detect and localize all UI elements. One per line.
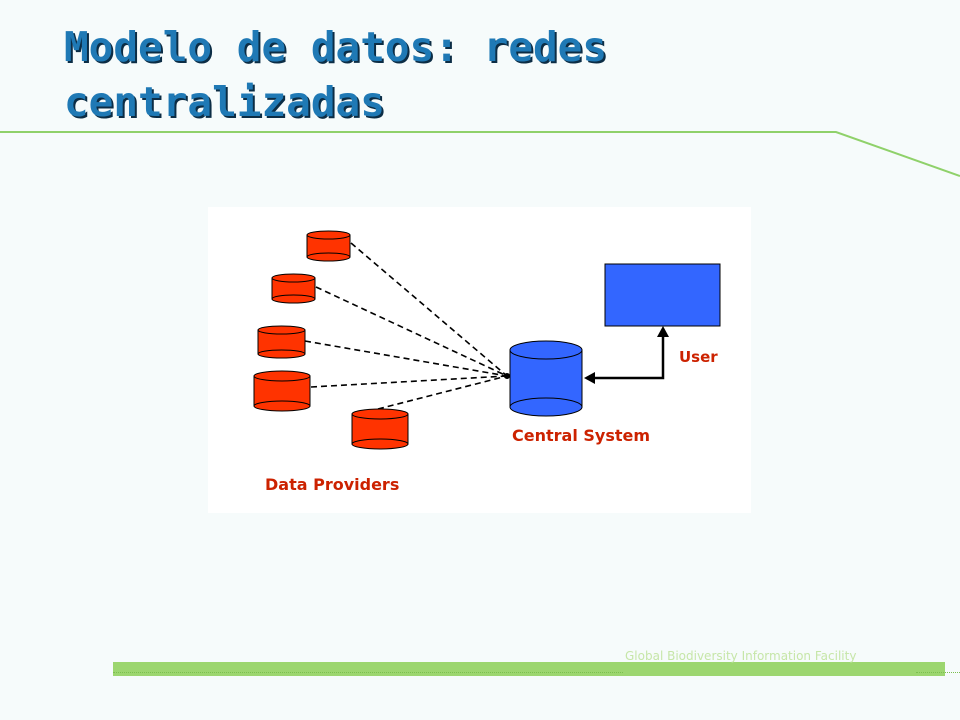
connection-hub: [504, 373, 510, 379]
central-system-db: [509, 340, 583, 417]
provider-db-5: [351, 408, 409, 450]
arrow-head-up: [657, 326, 669, 337]
connection-line: [304, 340, 508, 377]
data-providers-label: Data Providers: [265, 475, 399, 494]
provider-db-1: [306, 230, 351, 262]
provider-connections: [304, 242, 508, 410]
user-connector: [593, 335, 665, 380]
connection-line: [350, 242, 508, 377]
footer-bar: [113, 662, 945, 676]
network-diagram: User Central System Data Providers: [208, 207, 751, 513]
user-label: User: [679, 348, 718, 366]
provider-db-2: [271, 273, 316, 304]
provider-db-3: [257, 325, 306, 359]
slide-title: Modelo de datos: redes centralizadas: [64, 23, 608, 126]
provider-db-4: [253, 370, 311, 412]
footer-dotted-rule: [113, 672, 623, 673]
footer-dotted-rule: [916, 672, 960, 673]
connection-line: [310, 375, 508, 388]
footer-organization: Global Biodiversity Information Facility: [625, 649, 857, 663]
connection-line: [377, 375, 508, 410]
connection-line: [315, 286, 508, 377]
arrow-head-left: [584, 372, 595, 384]
central-system-label: Central System: [512, 426, 650, 445]
user-box: [604, 263, 721, 327]
